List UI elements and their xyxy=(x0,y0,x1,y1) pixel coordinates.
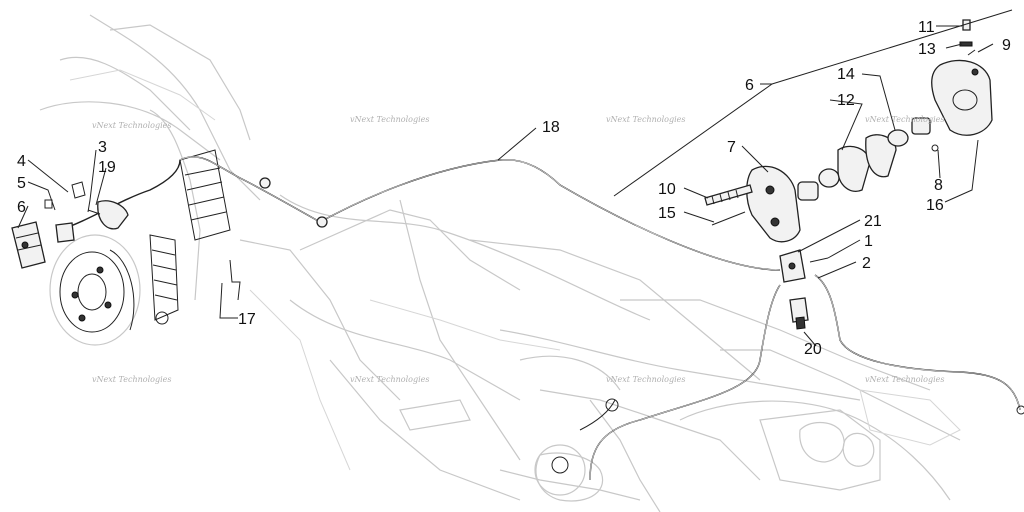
callout-label: 5 xyxy=(17,175,26,192)
bolt-10 xyxy=(704,184,753,206)
callout-label: 7 xyxy=(727,139,736,156)
shock-absorber xyxy=(149,149,231,325)
bleeder-11 xyxy=(962,19,971,31)
callout-label: 16 xyxy=(926,197,944,214)
leader-lines xyxy=(17,9,1013,347)
callout-label: 6 xyxy=(745,77,754,94)
callout-label: 8 xyxy=(934,177,943,194)
callout-label: 20 xyxy=(804,341,822,358)
cylinder-sleeve xyxy=(911,117,931,135)
junction-block-21 xyxy=(779,249,806,283)
front-left-hub-assembly xyxy=(49,234,141,346)
callout-label: 1 xyxy=(864,233,873,250)
rear-hub-lower xyxy=(534,398,619,496)
callout-label: 17 xyxy=(238,311,256,328)
callout-label: 3 xyxy=(98,139,107,156)
hose-clip xyxy=(316,216,328,228)
watermark: vNext Technologies xyxy=(865,115,944,124)
callout-label: 15 xyxy=(658,205,676,222)
callout-label: 14 xyxy=(837,66,855,83)
pin-15 xyxy=(711,211,746,226)
callout-label: 18 xyxy=(542,119,560,136)
watermarks: vNext Technologies vNext Technologies vN… xyxy=(92,115,944,384)
left-brake-caliper xyxy=(11,181,129,269)
watermark: vNext Technologies xyxy=(92,375,171,384)
callout-label: 21 xyxy=(864,213,882,230)
brake-hose-left xyxy=(59,159,181,231)
watermark: vNext Technologies xyxy=(350,375,429,384)
o-ring xyxy=(887,129,909,147)
brake-hose-18 xyxy=(179,156,781,271)
washer-8 xyxy=(931,144,939,152)
callout-label: 10 xyxy=(658,181,676,198)
callout-label: 12 xyxy=(837,92,855,109)
brake-hose-lower xyxy=(589,284,781,481)
callout-label: 4 xyxy=(17,153,26,170)
brake-pad-12 xyxy=(837,145,871,192)
watermark: vNext Technologies xyxy=(350,115,429,124)
brake-switch-20 xyxy=(789,297,809,330)
brake-pad-14 xyxy=(865,134,897,178)
callout-label: 2 xyxy=(862,255,871,272)
callout-label: 19 xyxy=(98,159,116,176)
watermark: vNext Technologies xyxy=(865,375,944,384)
piston-cup xyxy=(797,181,819,201)
callout-label: 9 xyxy=(1002,37,1011,54)
screw-9 xyxy=(967,49,976,56)
brake-hose-2 xyxy=(814,274,1024,415)
watermark: vNext Technologies xyxy=(92,121,171,130)
bracket-17 xyxy=(229,259,241,301)
watermark: vNext Technologies xyxy=(606,115,685,124)
callout-label: 6 xyxy=(17,199,26,216)
watermark: vNext Technologies xyxy=(606,375,685,384)
callout-label: 11 xyxy=(918,19,935,36)
callout-labels: 1 2 3 4 5 6 6 7 8 9 10 11 12 13 14 15 16… xyxy=(17,19,1011,358)
master-cylinder-body xyxy=(931,59,993,136)
callout-label: 13 xyxy=(918,41,936,58)
bolt-1 xyxy=(809,257,829,263)
seal-ring xyxy=(818,168,840,188)
atv-frame-outline xyxy=(39,14,961,512)
caliper-bracket-7 xyxy=(746,165,801,243)
hose-fitting xyxy=(259,177,271,189)
